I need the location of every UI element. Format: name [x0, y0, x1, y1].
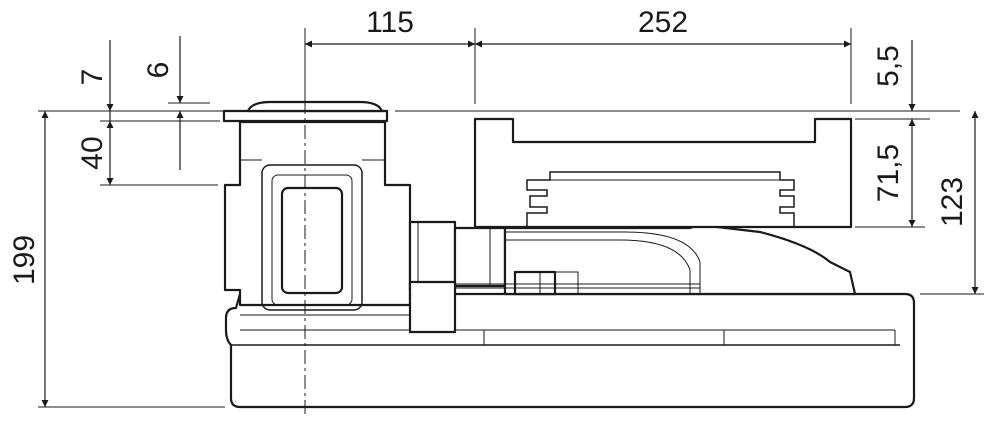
dim-7-label: 7 [76, 69, 109, 86]
dim-5-5-label: 5,5 [872, 45, 905, 87]
dim-199-label: 199 [8, 235, 41, 285]
grate-frame [473, 117, 853, 229]
housing-body [223, 120, 412, 311]
dim-115-label: 115 [366, 6, 414, 39]
dimension-lines [41, 36, 979, 407]
outlet-pipe [408, 220, 507, 334]
connecting-hose [455, 223, 857, 296]
dim-252-label: 252 [638, 6, 688, 39]
dim-6-label: 6 [142, 62, 175, 79]
dim-123-label: 123 [936, 177, 969, 227]
base-tray [224, 292, 916, 409]
dim-40-label: 40 [76, 136, 109, 169]
cap [222, 100, 389, 123]
dim-71-5-label: 71,5 [872, 144, 905, 202]
dimension-labels: 115 252 7 6 40 199 5,5 71,5 123 [8, 6, 969, 285]
